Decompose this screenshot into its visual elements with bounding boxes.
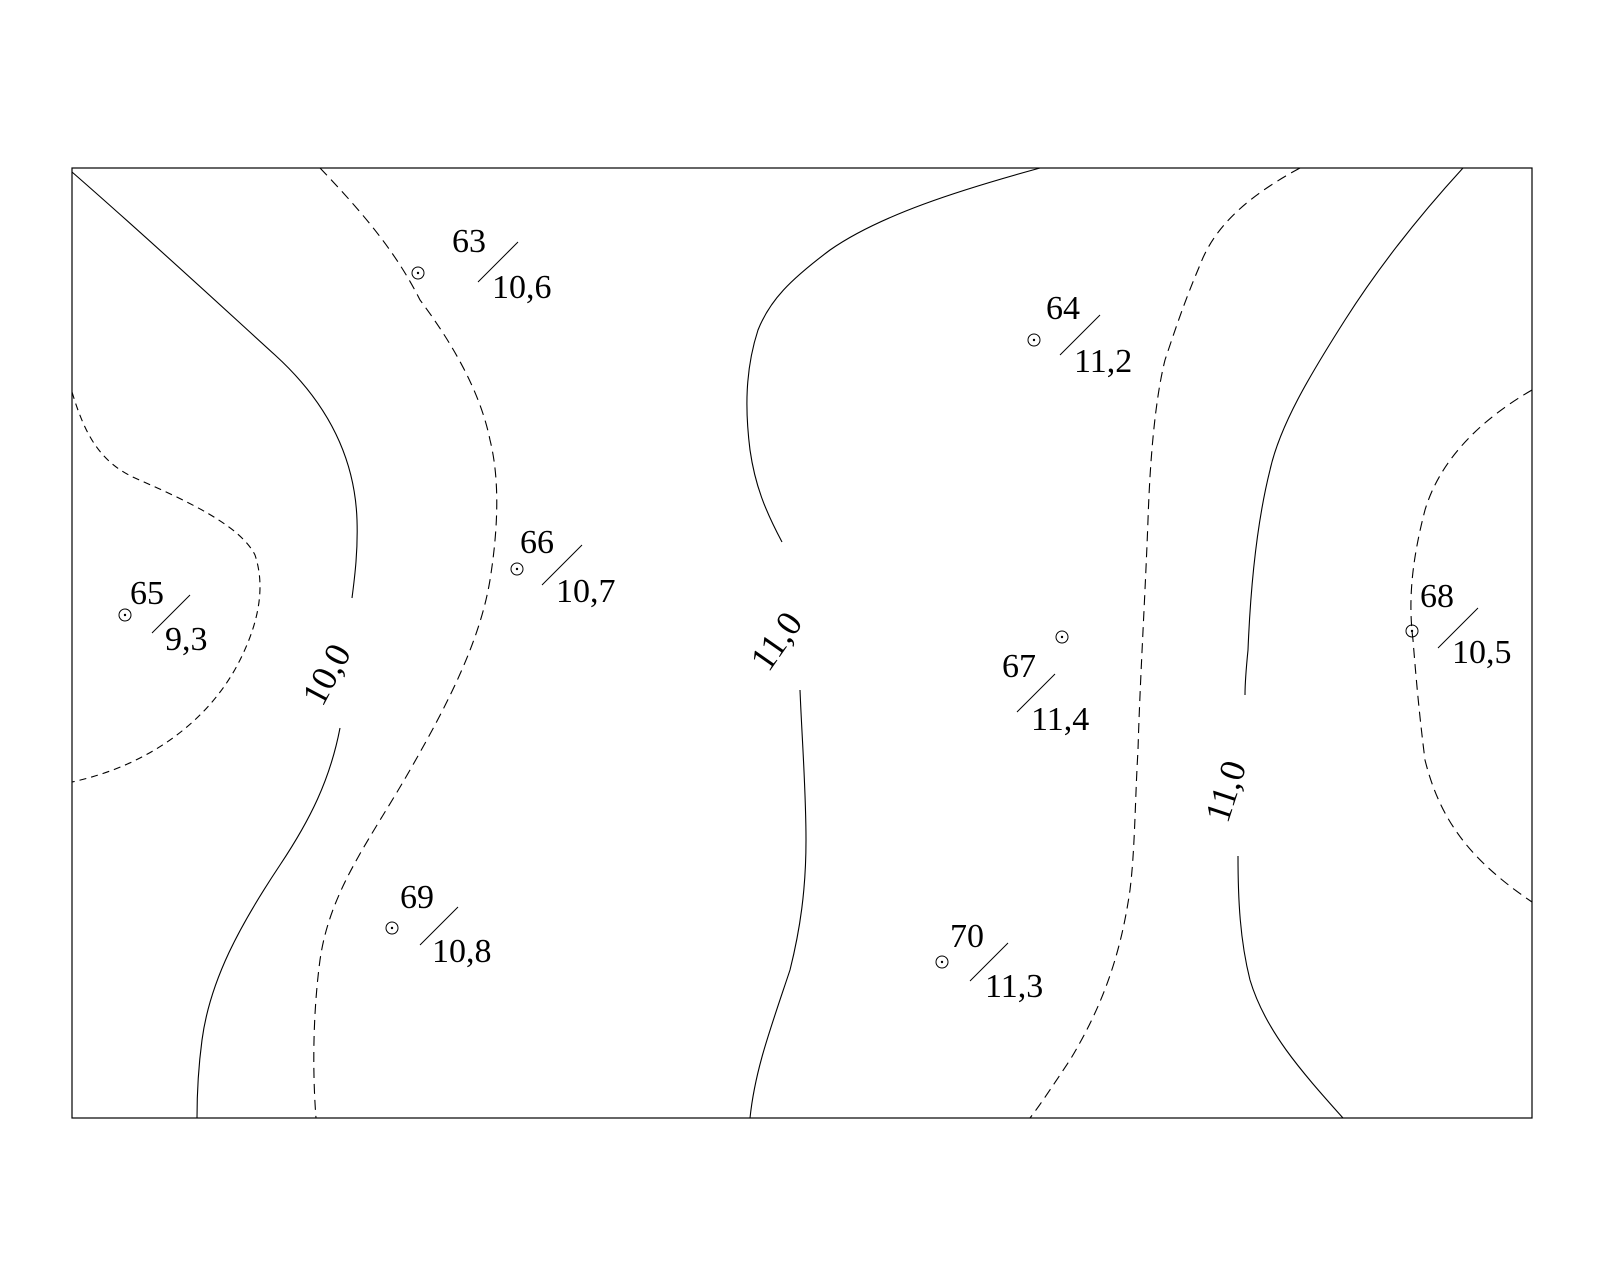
point-marker (935, 955, 949, 969)
point-center (1410, 629, 1414, 633)
point-number: 68 (1420, 578, 1454, 615)
contour-line-10-0-upper (71, 171, 358, 599)
point-center (515, 567, 519, 571)
contour-dashed-10-5-left (313, 167, 498, 1119)
point-separator (1059, 314, 1101, 356)
contour-line-11-0-center-upper (746, 167, 1041, 543)
point-center (390, 926, 394, 930)
survey-point: 64 11,2 (1027, 290, 1132, 380)
contour-line-11-0-center-lower (749, 689, 807, 1119)
point-number: 70 (950, 918, 984, 955)
point-marker (411, 266, 425, 280)
point-value: 9,3 (165, 621, 208, 658)
point-value: 10,7 (556, 573, 616, 610)
point-center (123, 613, 127, 617)
point-center (1060, 635, 1064, 639)
point-number: 67 (1002, 648, 1036, 685)
contour-label: 11,0 (1197, 756, 1254, 827)
point-value: 11,4 (1031, 701, 1089, 738)
point-marker (118, 608, 132, 622)
survey-point: 69 10,8 (385, 879, 492, 970)
map-frame (71, 167, 1533, 1119)
contour-line-11-0-right-upper (1244, 167, 1464, 696)
point-value: 10,6 (492, 269, 552, 306)
point-separator (419, 906, 459, 946)
contour-dashed-left-loop (71, 391, 261, 783)
point-value: 10,5 (1452, 634, 1512, 671)
contour-dashed-right-loop (1410, 389, 1533, 903)
point-marker (1027, 333, 1041, 347)
point-center (940, 960, 944, 964)
point-separator (1016, 673, 1056, 713)
point-number: 69 (400, 879, 434, 916)
point-marker (1055, 630, 1069, 644)
contour-label: 11,0 (742, 604, 810, 677)
point-marker (510, 562, 524, 576)
contour-line-11-0-right-lower (1237, 855, 1344, 1119)
point-value: 11,3 (985, 968, 1043, 1005)
survey-point: 70 11,3 (935, 918, 1043, 1005)
point-center (416, 271, 420, 275)
survey-point: 67 11,4 (1002, 630, 1089, 738)
survey-point: 63 10,6 (411, 223, 552, 306)
point-marker (385, 921, 399, 935)
point-marker (1405, 624, 1419, 638)
point-separator (477, 241, 519, 283)
point-center (1032, 338, 1036, 342)
point-number: 66 (520, 524, 554, 561)
point-number: 65 (130, 575, 164, 612)
contour-dashed-11-0-right (1029, 167, 1301, 1119)
survey-point: 65 9,3 (118, 575, 208, 658)
point-separator (151, 594, 191, 634)
point-number: 63 (452, 223, 486, 260)
point-value: 10,8 (432, 933, 492, 970)
survey-point: 66 10,7 (510, 524, 616, 610)
point-separator (969, 942, 1009, 982)
point-number: 64 (1046, 290, 1080, 327)
point-value: 11,2 (1074, 343, 1132, 380)
point-separator (541, 544, 583, 586)
survey-point: 68 10,5 (1405, 578, 1512, 671)
point-separator (1437, 607, 1479, 649)
contour-label: 10,0 (294, 637, 359, 711)
contour-line-10-0-lower (196, 727, 341, 1119)
